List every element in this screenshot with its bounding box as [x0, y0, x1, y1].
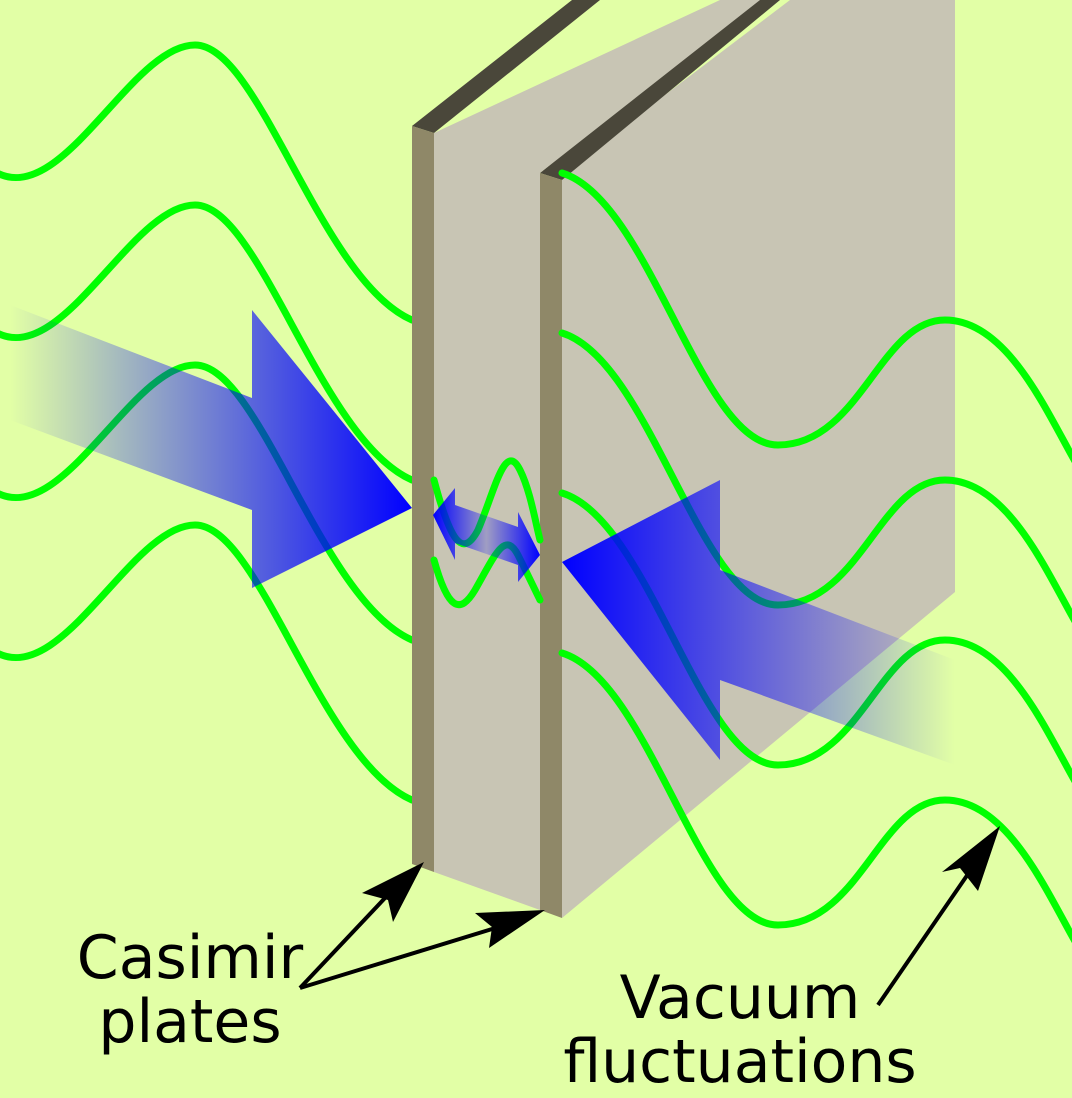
force-arrows — [10, 305, 955, 765]
casimir-plates-label-line1: Casimir — [76, 923, 304, 993]
wave-right-4 — [558, 649, 1072, 944]
plate-back-face — [562, 0, 955, 918]
left-waves — [0, 41, 416, 804]
arrowheads — [362, 826, 1000, 948]
plate-front-top — [412, 0, 600, 133]
vacuum-fluctuations-label-line1: Vacuum — [619, 963, 861, 1033]
plate-back-edge — [540, 173, 562, 918]
arrowhead-plate-front — [362, 862, 424, 922]
arrow-left-force — [10, 305, 412, 588]
wave-right-2 — [558, 329, 1072, 624]
wave-left-1 — [0, 41, 416, 324]
wave-left-2 — [0, 201, 416, 484]
wave-left-4 — [0, 521, 416, 804]
plate-front-face — [434, 0, 760, 910]
wave-left-3 — [0, 361, 416, 644]
casimir-plate-back — [540, 0, 955, 918]
casimir-plate-front — [412, 0, 760, 910]
vacuum-fluctuations-label-line2: fluctuations — [563, 1027, 917, 1097]
wave-right-1 — [558, 169, 1072, 464]
vacuum-fluctuations-label: Vacuum fluctuations — [540, 966, 940, 1094]
casimir-plates-label-line2: plates — [98, 987, 282, 1057]
casimir-plates-label: Casimir plates — [40, 926, 340, 1054]
arrowhead-plate-back — [475, 910, 545, 948]
plate-back-top — [540, 0, 780, 180]
pointer-line-plate-back — [299, 916, 529, 990]
arrow-inner-double — [433, 488, 540, 582]
arrowhead-vacuum — [942, 826, 1000, 891]
arrow-right-force — [562, 480, 955, 765]
plate-front-edge — [412, 126, 434, 872]
